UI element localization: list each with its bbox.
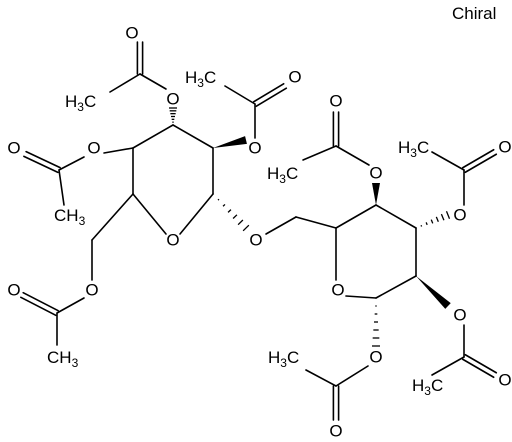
oxygen-atom-label: O bbox=[125, 24, 138, 43]
wedge-bond bbox=[372, 183, 380, 205]
hash-line bbox=[435, 216, 439, 223]
methyl-label: H3C bbox=[65, 92, 96, 114]
hash-line bbox=[217, 198, 220, 201]
double-bond bbox=[461, 358, 495, 379]
double-bond bbox=[22, 291, 59, 312]
oxygen-atom-label: O bbox=[329, 422, 342, 441]
bond bbox=[335, 204, 377, 229]
bond bbox=[375, 204, 417, 229]
methyl-label: H3C bbox=[412, 376, 443, 398]
double-bond bbox=[255, 87, 288, 108]
oxygen-atom-label: O bbox=[498, 138, 511, 157]
oxygen-atom-label: O bbox=[329, 92, 342, 111]
hash-bond bbox=[372, 305, 380, 347]
hash-line bbox=[420, 224, 423, 227]
bond bbox=[109, 73, 141, 93]
oxygen-atom-label: O bbox=[166, 90, 179, 109]
oxygen-atom-label: O bbox=[7, 139, 20, 158]
oxygen-atom-label: O bbox=[453, 306, 466, 325]
bond bbox=[265, 216, 297, 235]
bond bbox=[431, 356, 465, 376]
oxygen-atom-label: O bbox=[369, 348, 382, 367]
oxygen-atom-label: O bbox=[7, 281, 20, 300]
bond bbox=[224, 85, 256, 105]
bond bbox=[132, 124, 174, 149]
double-bond bbox=[464, 353, 498, 374]
hash-line bbox=[430, 219, 434, 224]
hash-line bbox=[227, 209, 232, 213]
oxygen-atom-label: O bbox=[331, 281, 344, 300]
hash-line bbox=[425, 222, 428, 226]
oxygen-atom-label: O bbox=[498, 371, 511, 390]
double-bond bbox=[23, 155, 59, 174]
double-bond bbox=[25, 150, 61, 169]
bond bbox=[295, 216, 337, 229]
bond-lines bbox=[20, 41, 498, 421]
wedge-bond bbox=[213, 136, 247, 148]
oxygen-atom-label: O bbox=[166, 231, 179, 250]
bond bbox=[56, 297, 85, 314]
bond bbox=[431, 151, 465, 171]
oxygen-atom-label: O bbox=[453, 206, 466, 225]
hash-line bbox=[232, 214, 238, 219]
double-bond bbox=[252, 82, 285, 103]
methyl-label: H3C bbox=[398, 138, 429, 160]
oxygen-atom-label: O bbox=[369, 164, 382, 183]
bond bbox=[375, 275, 417, 299]
chiral-label: Chiral bbox=[452, 4, 497, 23]
hash-bond bbox=[420, 211, 451, 227]
bond bbox=[305, 369, 337, 387]
hash-line bbox=[237, 219, 244, 226]
hash-line bbox=[445, 211, 451, 219]
methyl-label: H3C bbox=[268, 348, 299, 370]
bond bbox=[179, 193, 214, 235]
hash-line bbox=[222, 203, 226, 207]
double-bond bbox=[464, 153, 498, 174]
hash-line bbox=[440, 213, 445, 221]
oxygen-atom-label: O bbox=[288, 68, 301, 87]
hash-bond bbox=[169, 107, 177, 123]
bond bbox=[302, 145, 337, 161]
wedge-bond bbox=[416, 276, 451, 309]
bond bbox=[91, 193, 134, 241]
bond bbox=[172, 124, 214, 149]
bond bbox=[132, 193, 167, 235]
bond bbox=[335, 145, 370, 166]
oxygen-atom-label: O bbox=[85, 281, 98, 300]
methyl-label: H3C bbox=[267, 164, 298, 186]
bond bbox=[345, 295, 377, 299]
methyl-label: CH3 bbox=[54, 206, 86, 228]
methyl-label: H3C bbox=[185, 68, 216, 90]
bond bbox=[103, 147, 134, 154]
double-bond bbox=[461, 148, 495, 169]
bond bbox=[58, 156, 85, 171]
hash-line bbox=[242, 224, 250, 232]
double-bond bbox=[20, 296, 57, 317]
methyl-label: CH3 bbox=[47, 348, 79, 370]
hash-bond bbox=[217, 198, 250, 232]
oxygen-atom-label: O bbox=[249, 231, 262, 250]
oxygen-atom-label: O bbox=[248, 139, 261, 158]
bond bbox=[139, 73, 167, 90]
bond bbox=[335, 365, 369, 387]
stereo-bonds bbox=[169, 107, 451, 347]
bond bbox=[58, 169, 65, 206]
oxygen-atom-label: O bbox=[87, 139, 100, 158]
